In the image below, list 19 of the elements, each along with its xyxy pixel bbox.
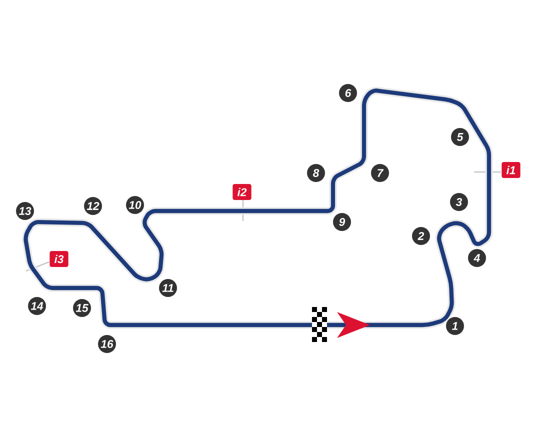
callout-number: 15 (73, 299, 91, 317)
callout-number: 14 (28, 297, 46, 315)
callout-number: 2 (412, 227, 430, 245)
callout-number: 5 (451, 128, 469, 146)
sector-badge: i3 (50, 251, 68, 267)
callout-number: 16 (98, 335, 116, 353)
callout-number: 3 (450, 193, 468, 211)
callout-number: 12 (84, 197, 102, 215)
callout-number: 8 (307, 164, 325, 182)
sector-badge: i1 (502, 162, 520, 178)
sector-badge: i2 (232, 184, 252, 200)
callout-number: 9 (333, 213, 351, 231)
callout-number: 1 (446, 317, 464, 335)
callout-number: 7 (371, 164, 389, 182)
callout-number: 13 (16, 202, 34, 220)
callout-number: 6 (339, 84, 357, 102)
callout-number: 10 (126, 196, 144, 214)
callout-number: 11 (159, 279, 177, 297)
callout-number: 4 (468, 249, 486, 267)
